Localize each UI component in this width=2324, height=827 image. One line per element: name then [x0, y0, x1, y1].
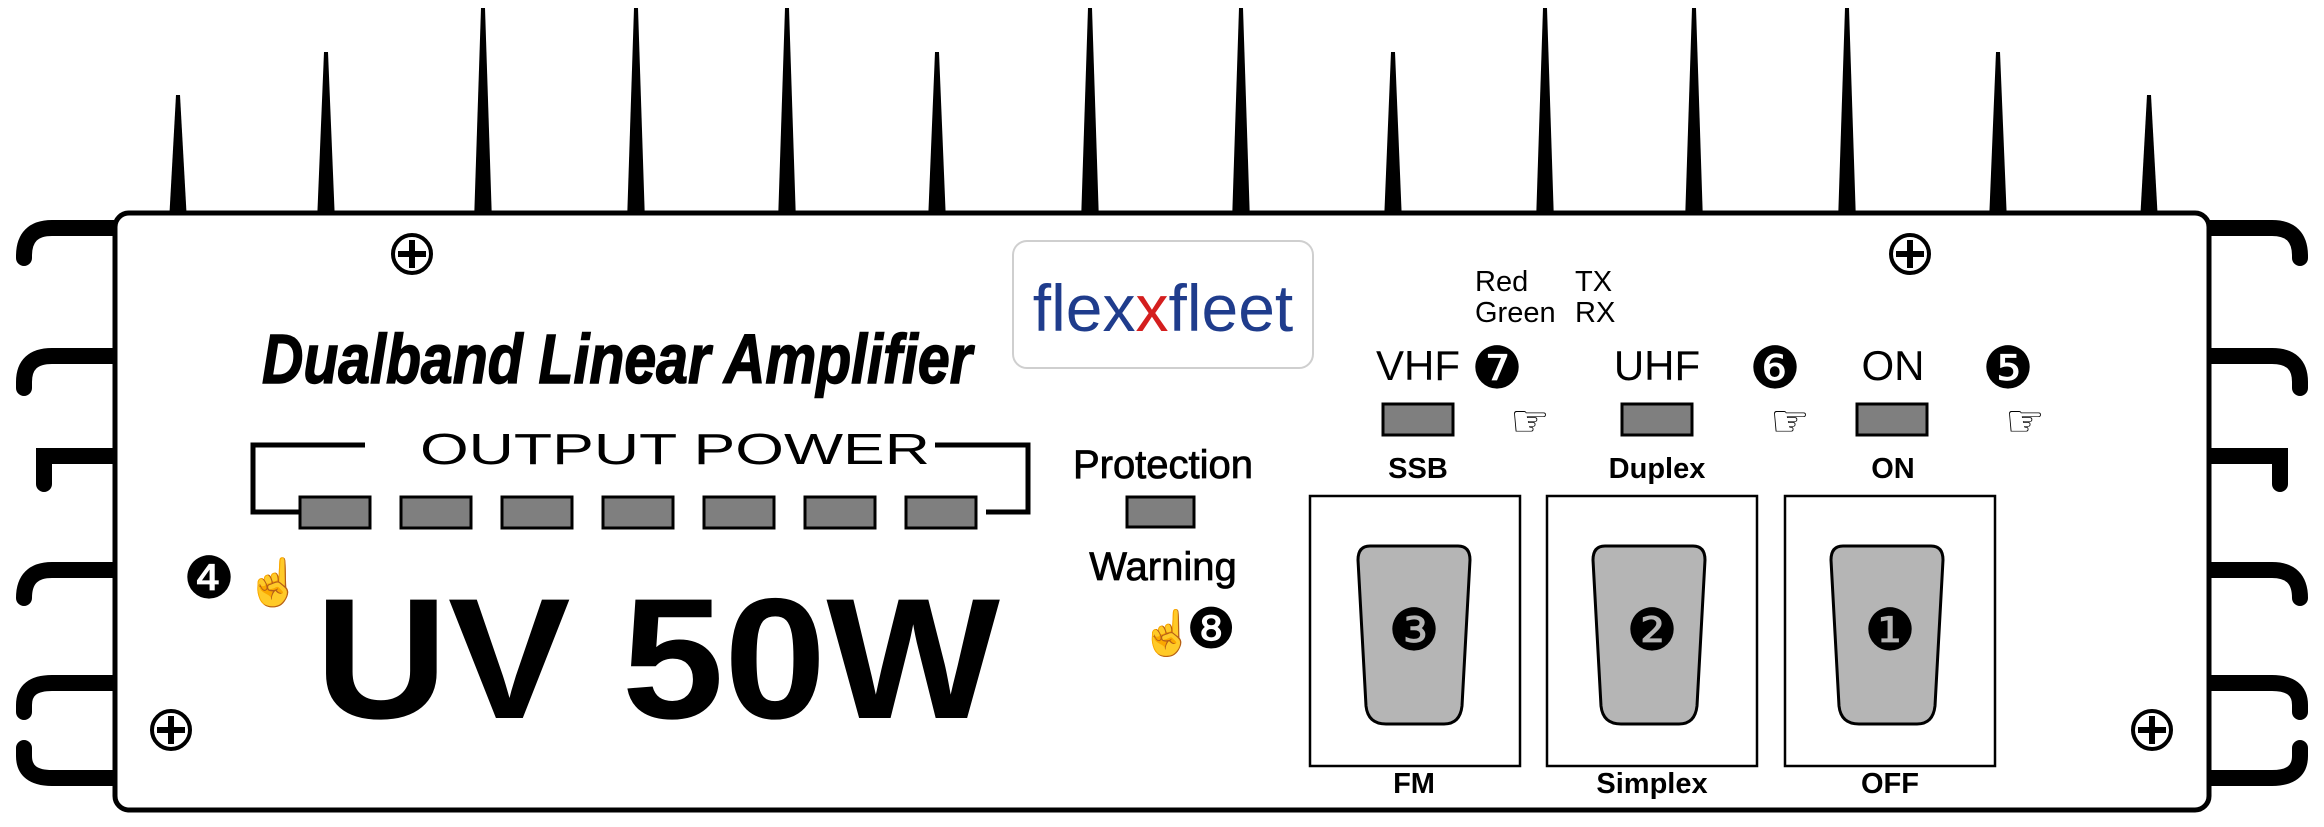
indicator-led — [1855, 402, 1929, 437]
switch-rocker[interactable] — [1356, 544, 1472, 726]
brand-logo: flexxfleet — [1033, 271, 1293, 345]
indicator-led — [1620, 402, 1694, 437]
warning-label: Warning — [1089, 545, 1236, 589]
callout-7: ❼ — [1471, 336, 1523, 401]
switch-simplex[interactable]: ❷ Simplex — [1545, 494, 1759, 800]
screw-icon — [150, 709, 192, 751]
callout-8: ❽ — [1186, 597, 1236, 660]
output-power-led — [803, 495, 877, 530]
switch-rocker[interactable] — [1829, 544, 1945, 726]
switch-callout: ❶ — [1864, 598, 1916, 663]
callout-5: ❺ — [1982, 336, 2034, 401]
legend-red: Red — [1475, 266, 1528, 298]
protection-label: Protection — [1073, 443, 1253, 487]
indicator-bottom-label: ON — [1871, 453, 1915, 485]
callout-6: ❻ — [1749, 336, 1801, 401]
legend-tx: TX — [1575, 266, 1612, 298]
pointing-hand-icon: ☝ — [1140, 606, 1195, 659]
side-fins-right — [2196, 220, 2308, 786]
switch-fm[interactable]: ❸ FM — [1308, 494, 1522, 800]
switch-label: Simplex — [1596, 768, 1707, 800]
indicator-top-label: UHF — [1614, 342, 1700, 389]
output-power-led-group — [298, 495, 978, 530]
brand-logo-part-2: x — [1135, 271, 1168, 345]
indicator-top-label: ON — [1862, 342, 1925, 389]
pointing-hand-icon: ☞ — [1770, 397, 1809, 446]
output-power-led — [298, 495, 372, 530]
indicator-uhf: UHF Duplex ❻ ☞ — [1609, 336, 1810, 485]
indicator-led — [1381, 402, 1455, 437]
indicator-vhf: VHF SSB ❼ ☞ — [1376, 336, 1550, 485]
output-power-led — [601, 495, 675, 530]
brand-logo-part-3: fleet — [1168, 271, 1293, 345]
indicator-on: ON ON ❺ ☞ — [1855, 336, 2045, 485]
callout-4: ❹ — [183, 546, 235, 611]
switch-power[interactable]: ❶ OFF — [1783, 494, 1997, 800]
output-power-bracket — [250, 442, 1031, 515]
output-power-led — [904, 495, 978, 530]
screw-icon — [1889, 233, 1931, 275]
output-power-led — [500, 495, 574, 530]
side-fins-left — [15, 220, 128, 786]
output-power-label: OUTPUT POWER — [420, 425, 930, 474]
legend-rx: RX — [1575, 297, 1615, 329]
brand-logo-part-1: flex — [1033, 271, 1136, 345]
heatsink-fins — [169, 8, 2158, 222]
protection-warning-led — [1125, 495, 1196, 529]
screw-icon — [2131, 709, 2173, 751]
brand-logo-frame — [1012, 240, 1314, 369]
indicator-top-label: VHF — [1376, 342, 1460, 389]
indicator-bottom-label: Duplex — [1609, 453, 1706, 485]
switch-callout: ❸ — [1388, 598, 1440, 663]
switch-rocker[interactable] — [1591, 544, 1707, 726]
pointing-hand-icon: ☝ — [245, 554, 302, 610]
switch-label: FM — [1393, 768, 1435, 800]
model-label: UV 50W — [315, 563, 1001, 755]
screw-icon — [391, 233, 433, 275]
switch-label: OFF — [1861, 768, 1919, 800]
indicator-bottom-label: SSB — [1388, 453, 1448, 485]
legend-green: Green — [1475, 297, 1556, 329]
product-title: Dualband Linear Amplifier — [262, 320, 975, 398]
switch-callout: ❷ — [1626, 598, 1678, 663]
pointing-hand-icon: ☞ — [2005, 397, 2044, 446]
output-power-led — [702, 495, 776, 530]
output-power-led — [399, 495, 473, 530]
pointing-hand-icon: ☞ — [1510, 397, 1549, 446]
